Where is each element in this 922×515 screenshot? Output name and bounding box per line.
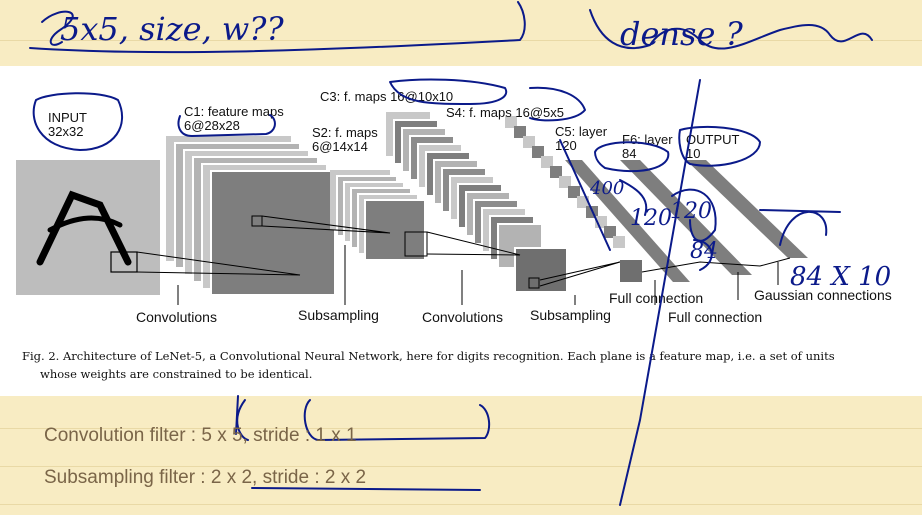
- s2-label-2: 6@14x14: [312, 139, 368, 154]
- c5-label-1: C5: layer: [555, 124, 608, 139]
- annotation-top-left: 5x5, size, w??: [60, 10, 284, 48]
- op-subsampling-2: Subsampling: [530, 307, 611, 323]
- s2-label-1: S2: f. maps: [312, 125, 378, 140]
- ruled-line: [0, 428, 922, 429]
- output-label-2: 10: [686, 146, 700, 161]
- annotation-bottom-right: 84 X 10: [790, 262, 891, 292]
- op-full-connection-2: Full connection: [668, 309, 762, 325]
- c1-label-2: 6@28x28: [184, 118, 240, 133]
- op-full-connection-1: Full connection: [609, 290, 703, 306]
- ruled-line: [0, 466, 922, 467]
- input-label-2: 32x32: [48, 124, 83, 139]
- f6-label-2: 84: [622, 146, 636, 161]
- annotation-number-4: 84: [690, 239, 718, 264]
- f6-layer: [620, 160, 752, 275]
- c1-label-1: C1: feature maps: [184, 104, 284, 119]
- output-layer: [686, 160, 808, 258]
- op-subsampling-1: Subsampling: [298, 307, 379, 323]
- ruled-line: [0, 40, 922, 41]
- s4-label: S4: f. maps 16@5x5: [446, 105, 564, 120]
- c3-feature-maps: [386, 112, 568, 293]
- annotation-number-1: 400: [589, 178, 624, 199]
- input-image: [16, 160, 160, 295]
- note-convolution-filter: Convolution filter : 5 x 5, stride : 1 x…: [44, 425, 357, 446]
- annotation-top-right: dense ?: [620, 15, 744, 53]
- c1-feature-maps: [166, 136, 336, 296]
- note-subsampling-filter: Subsampling filter : 2 x 2, stride : 2 x…: [44, 467, 367, 488]
- ruled-line: [0, 504, 922, 505]
- output-label-1: OUTPUT: [686, 132, 740, 147]
- c5-layer: [565, 160, 690, 282]
- op-convolutions-1: Convolutions: [136, 309, 217, 325]
- op-gaussian-connections: Gaussian connections: [754, 287, 892, 303]
- caption-line-1: Fig. 2. Architecture of LeNet-5, a Convo…: [22, 349, 835, 363]
- ink-annotations: [29, 1, 873, 506]
- receptive-field: [110, 251, 138, 273]
- s2-feature-maps: [330, 170, 426, 261]
- annotation-number-2: 120: [630, 206, 672, 231]
- input-label-1: INPUT: [48, 110, 87, 125]
- annotation-number-3: 120: [670, 199, 712, 224]
- caption-line-2: whose weights are constrained to be iden…: [40, 367, 312, 381]
- op-convolutions-2: Convolutions: [422, 309, 503, 325]
- s4-feature-maps: [505, 116, 642, 282]
- c3-label: C3: f. maps 16@10x10: [320, 89, 453, 104]
